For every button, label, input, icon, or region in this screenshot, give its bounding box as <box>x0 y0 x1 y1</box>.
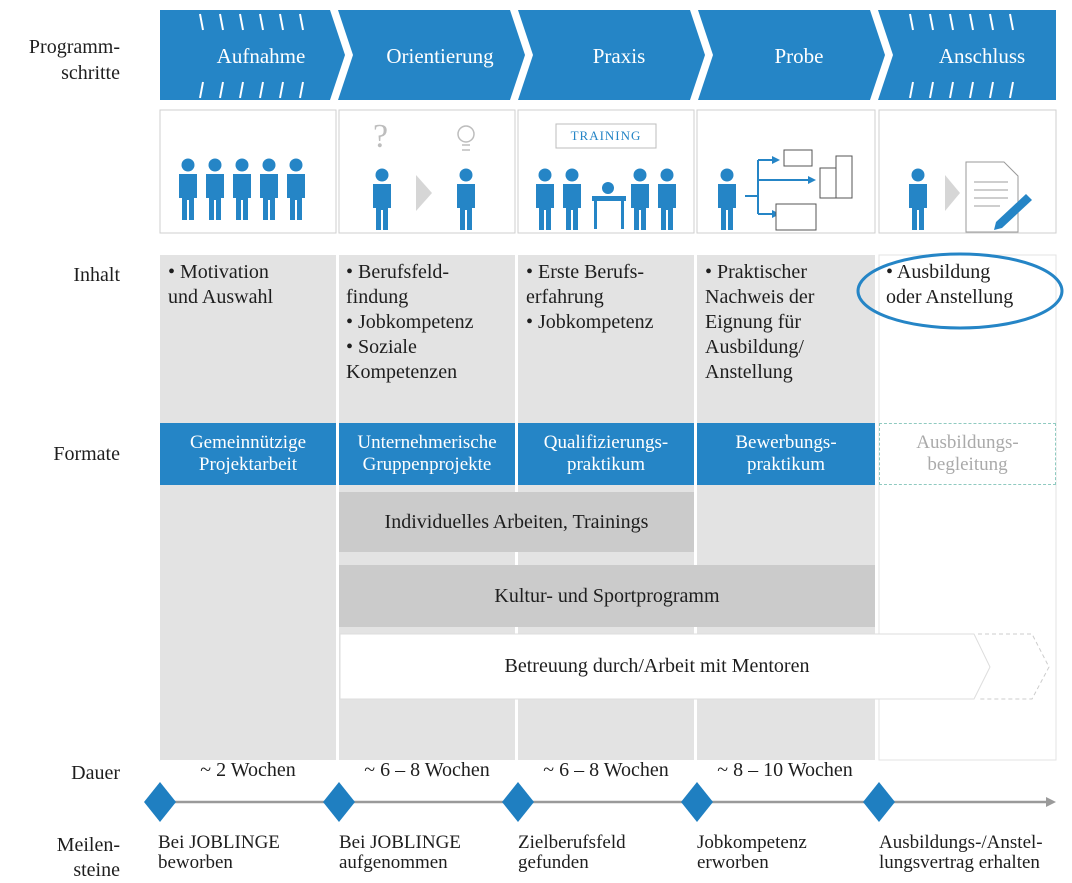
milestone-1: Bei JOBLINGE beworben <box>158 832 280 873</box>
band-mentoren-bg <box>339 633 991 700</box>
document-icon <box>965 161 1019 233</box>
lightbulb-icon <box>457 125 475 151</box>
step-anschluss: Anschluss <box>938 44 1026 68</box>
chevron-praxis <box>518 10 705 100</box>
step-probe: Probe <box>774 44 824 68</box>
row-label-formate: Formate <box>53 443 120 465</box>
milestone-diamond-5 <box>863 782 895 822</box>
step-praxis: Praxis <box>592 44 646 68</box>
milestone-5: Ausbildungs-/Anstel- lungsvertrag erhalt… <box>879 832 1043 873</box>
band-mentoren: Betreuung durch/Arbeit mit Mentoren <box>504 655 810 677</box>
content-praxis: • Erste Berufs- erfahrung • Jobkompetenz <box>526 261 654 333</box>
duration-aufnahme: ~ 2 Wochen <box>200 759 296 781</box>
highlight-ellipse <box>856 252 1064 330</box>
milestone-4: Jobkompetenz erworben <box>697 832 807 873</box>
band-kultur: Kultur- und Sportprogramm <box>494 584 720 607</box>
content-orientierung: • Berufsfeld- findung • Jobkompetenz • S… <box>346 261 474 383</box>
training-sign-label: TRAINING <box>570 128 642 143</box>
content-anschluss: • Ausbildung oder Anstellung <box>886 261 1014 308</box>
slash-marks <box>199 13 1014 99</box>
duration-probe: ~ 8 – 10 Wochen <box>717 759 853 781</box>
milestone-2: Bei JOBLINGE aufgenommen <box>339 832 461 873</box>
format-probe: Bewerbungs- praktikum <box>697 423 875 485</box>
row-label-programmschritte: Programm- schritte <box>28 36 120 84</box>
band-individuell: Individuelles Arbeiten, Trainings <box>384 510 649 533</box>
training-team-icon <box>536 123 676 230</box>
duration-praxis: ~ 6 – 8 Wochen <box>543 759 669 781</box>
duration-orientierung: ~ 6 – 8 Wochen <box>364 759 490 781</box>
milestone-diamond-1 <box>144 782 176 822</box>
chevron-anschluss <box>878 10 1056 100</box>
row-label-meilensteine: Meilen- steine <box>56 834 120 881</box>
step-orientierung: Orientierung <box>386 44 494 68</box>
step-aufnahme: Aufnahme <box>216 44 306 68</box>
chevron-probe <box>698 10 885 100</box>
chevron-orientierung <box>338 10 525 100</box>
building-icons <box>775 149 853 231</box>
arrow-right-icon <box>945 175 960 211</box>
timeline-arrowhead <box>1046 797 1056 807</box>
column-bg-aufnahme <box>160 255 336 760</box>
band-mentoren-dashed <box>978 633 1050 700</box>
band-individuell-bg <box>339 492 694 552</box>
arrow-right-icon <box>416 175 432 211</box>
pen-icon <box>994 194 1032 230</box>
question-mark-icon: ? <box>373 118 389 155</box>
step-chevrons <box>160 10 1056 100</box>
milestone-diamond-3 <box>502 782 534 822</box>
format-aufnahme: Gemeinnützige Projektarbeit <box>160 423 336 485</box>
milestone-diamonds <box>144 782 895 822</box>
milestone-diamond-4 <box>681 782 713 822</box>
format-praxis: Qualifizierungs- praktikum <box>518 423 694 485</box>
training-sign <box>555 123 657 149</box>
content-aufnahme: • Motivation und Auswahl <box>168 261 273 308</box>
orientation-icon <box>373 125 475 230</box>
chevron-aufnahme <box>160 10 345 100</box>
row-label-dauer: Dauer <box>71 762 120 784</box>
content-probe: • Praktischer Nachweis der Eignung für A… <box>705 261 815 383</box>
table-icon <box>592 196 626 201</box>
milestone-3: Zielberufsfeld gefunden <box>518 832 626 873</box>
career-paths-icon <box>718 149 853 231</box>
icon-box-orientierung <box>338 109 516 234</box>
band-kultur-bg <box>339 565 875 627</box>
contract-signing-icon <box>909 161 1032 233</box>
milestone-diamond-2 <box>323 782 355 822</box>
format-orientierung: Unternehmerische Gruppenprojekte <box>339 423 515 485</box>
row-label-inhalt: Inhalt <box>73 264 120 286</box>
format-anschluss: Ausbildungs- begleitung <box>879 423 1056 485</box>
